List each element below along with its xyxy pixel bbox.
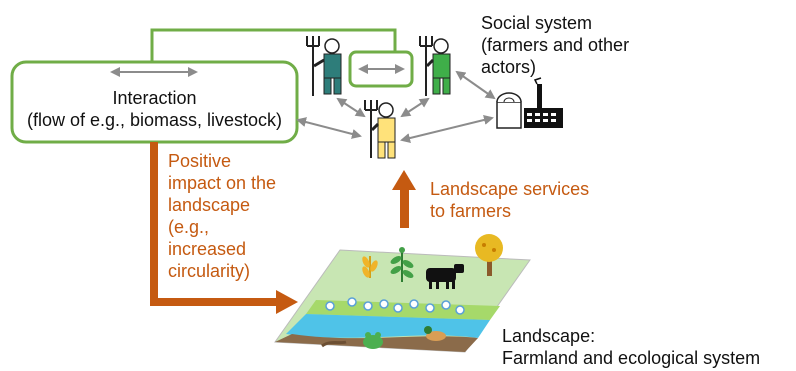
farmer-green-icon [419,36,451,96]
arrow-interaction-yellow [296,117,362,139]
landscape-services-label: Landscape services to farmers [430,179,590,221]
landscape-services-arrow [400,186,409,228]
duck-icon [424,326,446,341]
farmer-yellow-icon [364,100,396,159]
plant-icon [390,247,414,282]
positive-impact-arrow [150,142,282,306]
arrow-yellow-factory [400,115,494,143]
lizard-icon [321,340,347,348]
landscape-label: Landscape: Farmland and ecological syste… [502,326,761,368]
interaction-label: Interaction (flow of e.g., biomass, live… [26,88,283,130]
tree-icon [475,234,503,276]
positive-impact-arrowhead [276,290,298,314]
cow-icon [426,264,464,289]
positive-impact-label: Positive impact on the landscape (e.g., … [168,151,277,281]
factory-icon [496,77,563,129]
social-system-label: Social system (farmers and other actors) [481,13,630,77]
arrow-teal-yellow [336,97,366,118]
landscape-services-arrowhead [392,170,416,190]
wheat-icon [362,256,378,278]
flower-icon [325,297,465,315]
arrow-green-yellow [400,97,430,118]
arrow-green-factory [455,70,496,100]
farmer-interaction-box [348,50,414,88]
farmer-teal-icon [306,36,342,96]
frog-icon [363,332,383,349]
landscape-illustration [274,249,531,353]
interaction-connector-line [150,28,397,62]
